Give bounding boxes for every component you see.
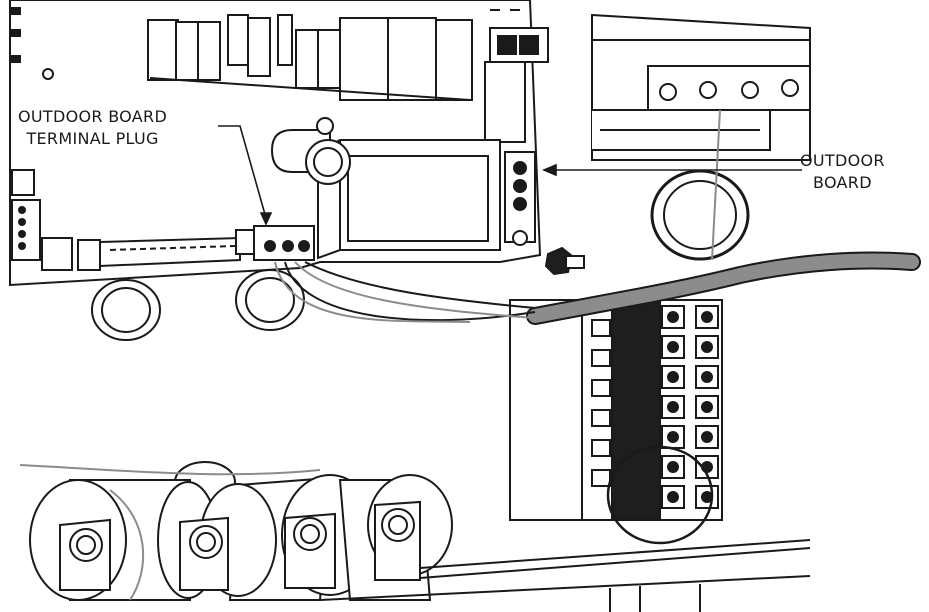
grommets [91,169,750,341]
label-line: TERMINAL PLUG [26,129,159,148]
wire-harness [274,109,921,325]
header-connector [484,9,549,143]
board-module [270,117,536,260]
label-line: BOARD [812,173,872,192]
lower-terminal-block [509,299,723,545]
mounting-bolt [544,246,585,276]
relay-bank [147,14,473,101]
chassis-rails [319,539,811,612]
terminal-strip-board [41,225,315,271]
capacitor-row [19,461,453,601]
label-line: OUTDOOR [800,151,885,170]
callout-leaders [218,125,802,226]
upper-right-block [591,13,811,161]
label-line: OUTDOOR BOARD [18,107,168,126]
label-outdoor-board-terminal-plug: OUTDOOR BOARD TERMINAL PLUG [18,106,167,150]
label-outdoor-board: OUTDOOR BOARD [800,150,885,194]
